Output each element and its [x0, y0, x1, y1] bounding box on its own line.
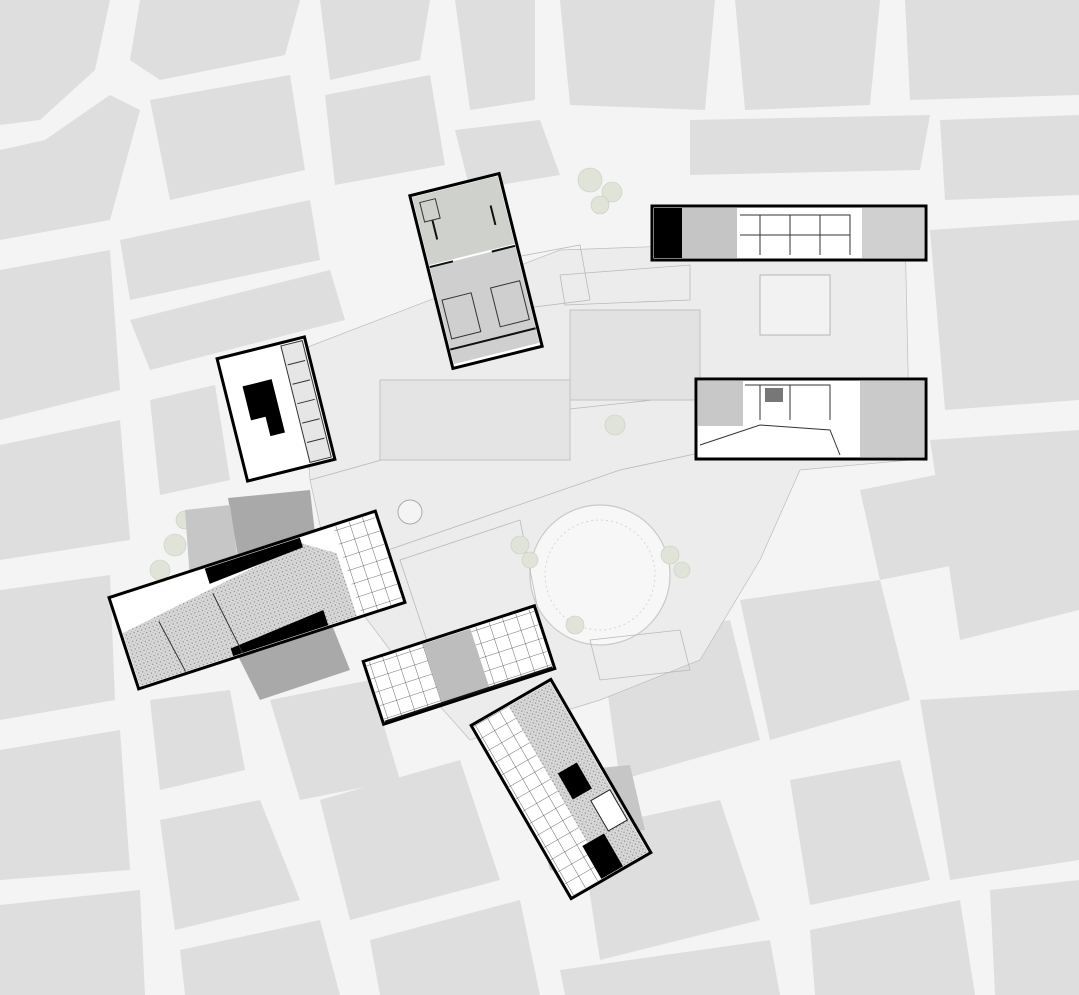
trees [149, 167, 691, 635]
inset-west-building [215, 335, 337, 483]
inset-north-courtyard [408, 171, 544, 371]
inset-northeast-strip [650, 204, 928, 262]
inset-south-lower [469, 677, 653, 901]
inset-south-middle [361, 603, 557, 727]
inset-east-wing [694, 377, 928, 461]
inset-southwest-strip [107, 509, 407, 691]
